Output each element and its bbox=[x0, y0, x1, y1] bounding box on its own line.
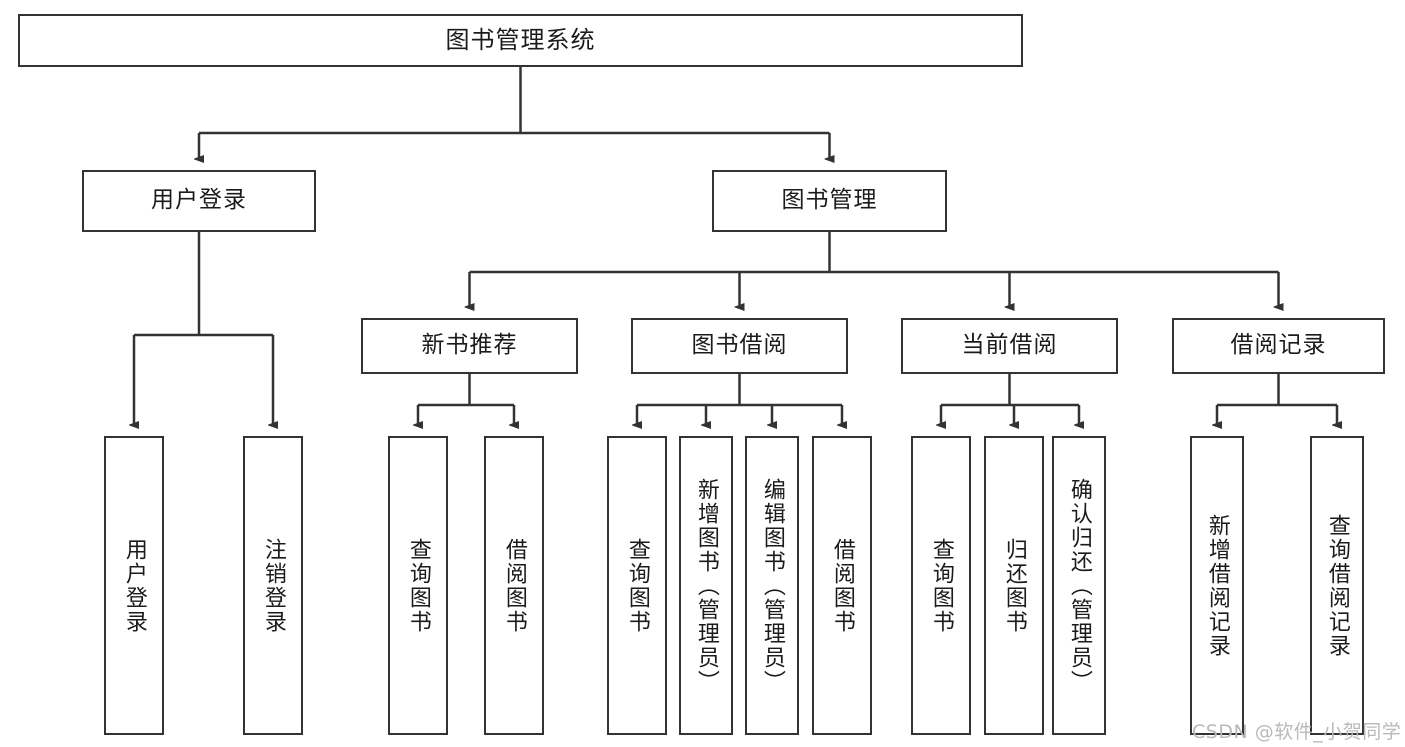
node-l_qrec[interactable]: 查询借阅记录 bbox=[1310, 436, 1364, 735]
node-label: 借阅图书 bbox=[829, 537, 855, 634]
node-l_b1[interactable]: 借阅图书 bbox=[484, 436, 544, 735]
node-l_q3[interactable]: 查询图书 bbox=[911, 436, 971, 735]
node-l_edit[interactable]: 编辑图书（管理员） bbox=[745, 436, 799, 735]
node-borrow[interactable]: 图书借阅 bbox=[631, 318, 848, 374]
node-l_confirm[interactable]: 确认归还（管理员） bbox=[1052, 436, 1106, 735]
node-label: 查询图书 bbox=[405, 537, 431, 634]
node-label: 图书管理 bbox=[781, 187, 878, 214]
node-label: 新书推荐 bbox=[421, 332, 518, 359]
node-label: 图书借阅 bbox=[691, 332, 788, 359]
node-l_b2[interactable]: 借阅图书 bbox=[812, 436, 872, 735]
node-label: 编辑图书（管理员） bbox=[759, 477, 785, 694]
node-l_q2[interactable]: 查询图书 bbox=[607, 436, 667, 735]
node-label: 查询图书 bbox=[928, 537, 954, 634]
node-label: 查询图书 bbox=[624, 537, 650, 634]
node-label: 新增借阅记录 bbox=[1204, 513, 1230, 658]
node-root[interactable]: 图书管理系统 bbox=[18, 14, 1023, 67]
node-l_login[interactable]: 用户登录 bbox=[104, 436, 164, 735]
node-l_q1[interactable]: 查询图书 bbox=[388, 436, 448, 735]
node-label: 用户登录 bbox=[151, 187, 247, 214]
watermark-label: CSDN @软件_小贺同学 bbox=[1192, 721, 1402, 743]
node-l_logout[interactable]: 注销登录 bbox=[243, 436, 303, 735]
node-label: 归还图书 bbox=[1001, 537, 1027, 634]
node-bookmgmt[interactable]: 图书管理 bbox=[712, 170, 947, 232]
node-l_addrec[interactable]: 新增借阅记录 bbox=[1190, 436, 1244, 735]
node-l_return[interactable]: 归还图书 bbox=[984, 436, 1044, 735]
node-l_add[interactable]: 新增图书（管理员） bbox=[679, 436, 733, 735]
node-current[interactable]: 当前借阅 bbox=[901, 318, 1118, 374]
node-label: 借阅记录 bbox=[1230, 332, 1327, 359]
node-label: 图书管理系统 bbox=[445, 26, 596, 55]
node-records[interactable]: 借阅记录 bbox=[1172, 318, 1385, 374]
node-label: 借阅图书 bbox=[501, 537, 527, 634]
node-newbook[interactable]: 新书推荐 bbox=[361, 318, 578, 374]
node-login[interactable]: 用户登录 bbox=[82, 170, 316, 232]
node-label: 当前借阅 bbox=[961, 332, 1058, 359]
node-label: 注销登录 bbox=[260, 537, 286, 634]
node-label: 用户登录 bbox=[121, 537, 147, 634]
node-label: 新增图书（管理员） bbox=[693, 477, 719, 694]
node-label: 查询借阅记录 bbox=[1324, 513, 1350, 658]
node-label: 确认归还（管理员） bbox=[1066, 477, 1092, 694]
